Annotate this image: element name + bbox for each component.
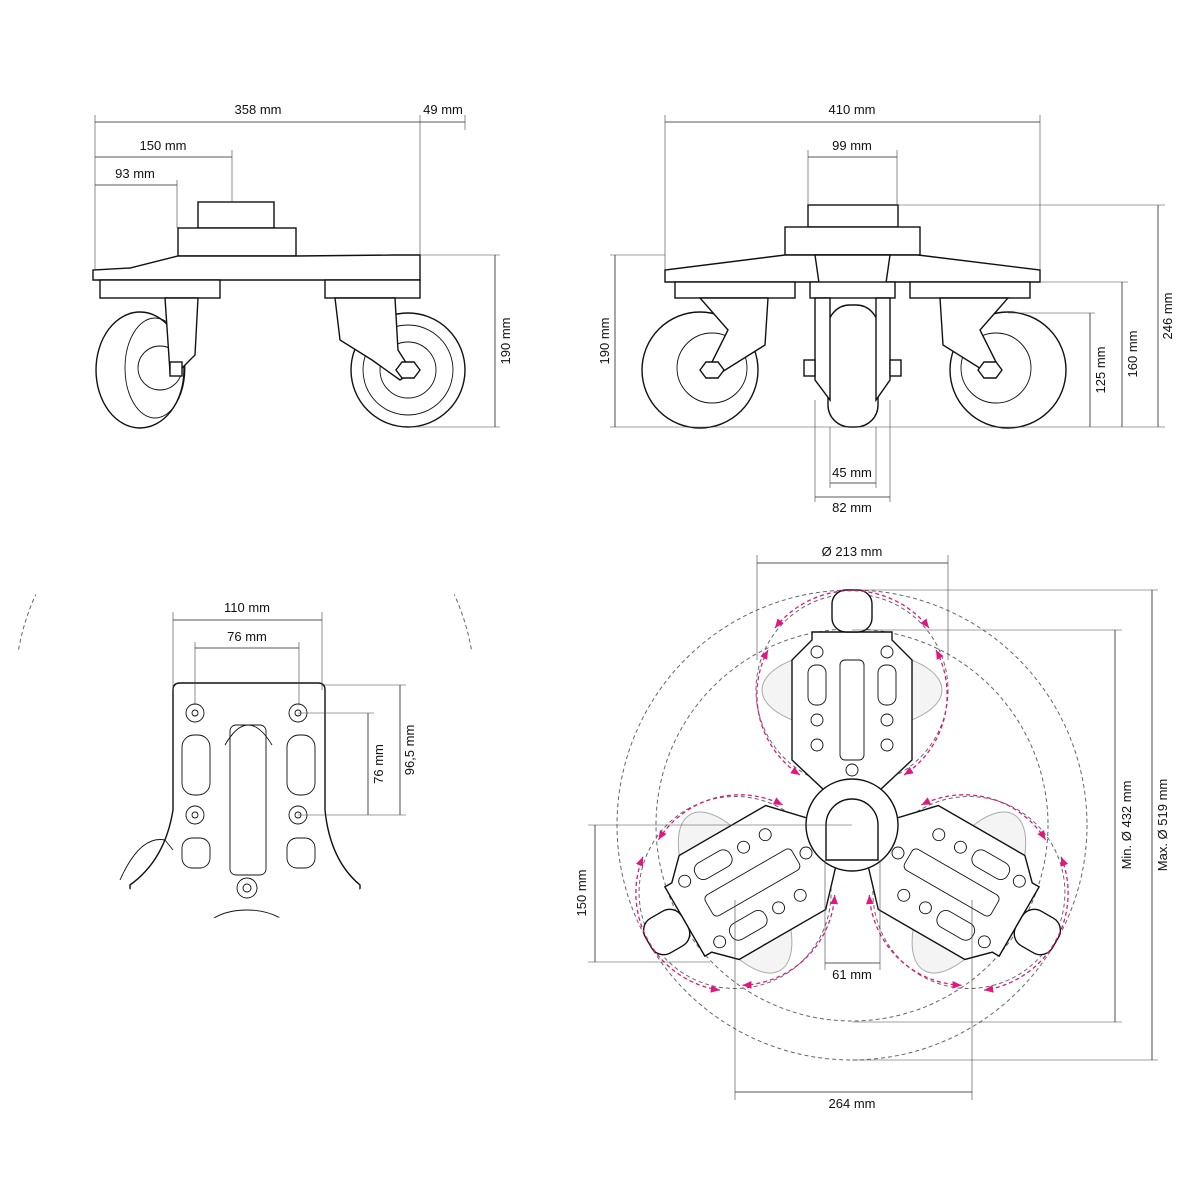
top-view: Ø 213 mm Min. Ø 432 mm Max. Ø 519 mm 150… xyxy=(574,544,1170,1111)
caster-side-drawing xyxy=(92,201,466,429)
dim-82: 82 mm xyxy=(832,500,872,515)
swivel-arrow xyxy=(756,649,801,776)
swivel-arrow xyxy=(742,894,839,989)
dim-96-5: 96,5 mm xyxy=(402,725,417,776)
arm-detail-drawing xyxy=(119,682,361,920)
dim-160: 160 mm xyxy=(1125,331,1140,378)
dim-min-432: Min. Ø 432 mm xyxy=(1119,781,1134,870)
dim-93: 93 mm xyxy=(115,166,155,181)
dim-110: 110 mm xyxy=(224,600,270,615)
swivel-arrow xyxy=(774,589,930,629)
dim-76-v: 76 mm xyxy=(371,744,386,784)
front-view: 410 mm 99 mm 190 mm 246 mm 160 mm 125 mm… xyxy=(597,102,1175,515)
tri-arm-drawing xyxy=(635,589,1069,993)
dim-358: 358 mm xyxy=(235,102,282,117)
swivel-arrow xyxy=(984,856,1069,993)
caster-arm-2 xyxy=(865,794,1069,993)
dim-99: 99 mm xyxy=(832,138,872,153)
caster-front-drawing xyxy=(641,204,1067,429)
caster-arm-1 xyxy=(755,589,949,791)
swivel-arrow xyxy=(865,894,962,989)
caster-arm-3 xyxy=(635,794,839,993)
dim-61: 61 mm xyxy=(832,967,872,982)
dim-246: 246 mm xyxy=(1160,293,1175,340)
min-circle xyxy=(655,628,1049,1022)
dim-190-front: 190 mm xyxy=(597,318,612,365)
dim-190: 190 mm xyxy=(498,318,513,365)
dim-49: 49 mm xyxy=(423,102,463,117)
dim-150: 150 mm xyxy=(140,138,187,153)
dim-213: Ø 213 mm xyxy=(822,544,883,559)
swivel-arrow xyxy=(903,649,948,776)
detail-view: 110 mm 76 mm 76 mm 96,5 mm xyxy=(15,460,475,960)
swivel-arrow xyxy=(921,794,1047,841)
dim-125: 125 mm xyxy=(1093,347,1108,394)
dim-150-top: 150 mm xyxy=(574,870,589,917)
dim-264: 264 mm xyxy=(829,1096,876,1111)
side-view: 358 mm 49 mm 150 mm 93 mm 190 mm xyxy=(92,102,513,429)
dim-45: 45 mm xyxy=(832,465,872,480)
swivel-arrow xyxy=(657,794,783,841)
dim-76-h: 76 mm xyxy=(227,629,267,644)
dim-410: 410 mm xyxy=(829,102,876,117)
swivel-arrow xyxy=(635,856,720,993)
dim-max-519: Max. Ø 519 mm xyxy=(1155,779,1170,871)
